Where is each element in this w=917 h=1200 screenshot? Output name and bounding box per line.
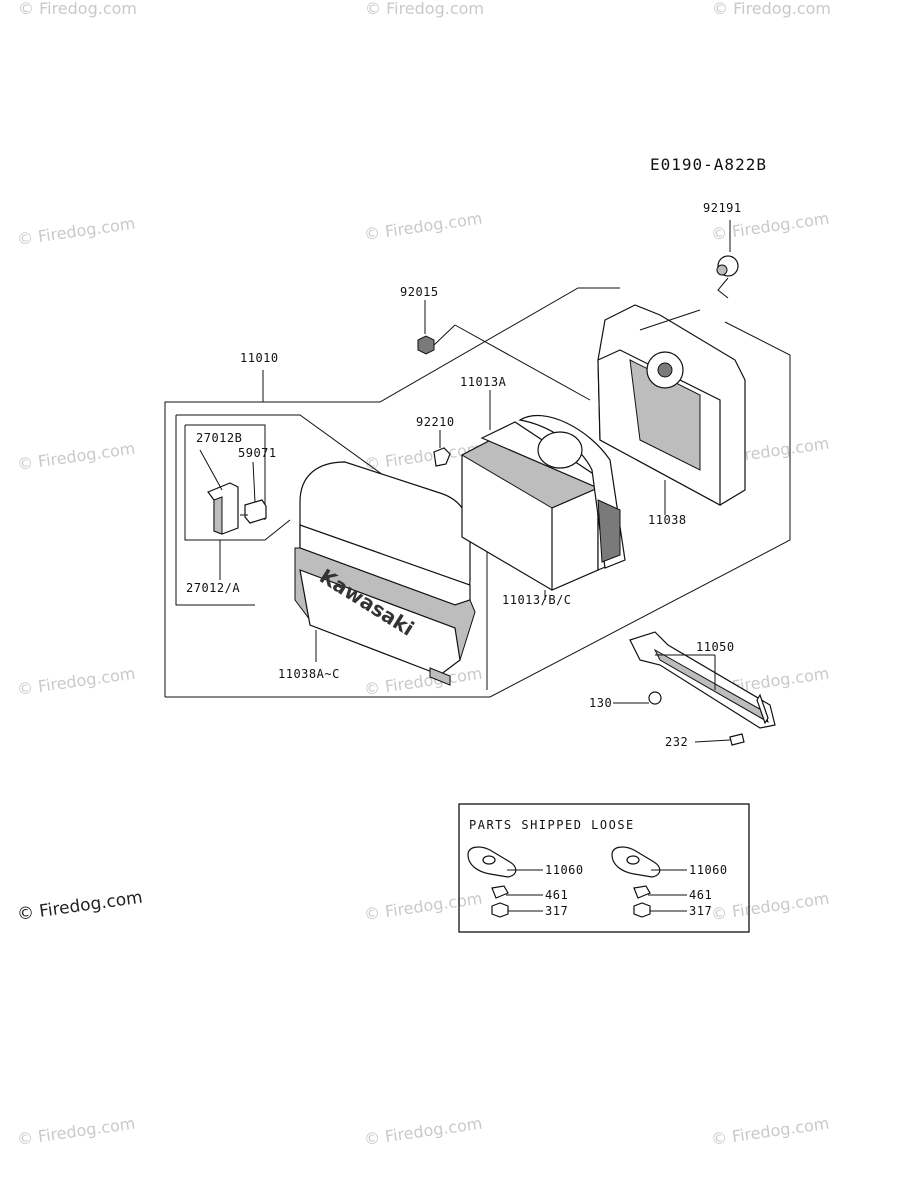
part-labels: 92191 92015 11010 11013A 92210 27012B 59… <box>186 201 742 749</box>
label-130: 130 <box>589 696 612 710</box>
watermark: © Firedog.com <box>710 1114 830 1149</box>
label-11038AC: 11038A~C <box>278 667 340 681</box>
watermark: © Firedog.com <box>16 1114 136 1149</box>
label-11050: 11050 <box>696 640 735 654</box>
watermark: © Firedog.com <box>16 214 136 249</box>
label-92191: 92191 <box>703 201 742 215</box>
label-loose-left-nut: 317 <box>545 904 568 918</box>
label-27012B: 27012B <box>196 431 242 445</box>
label-loose-left-washer: 461 <box>545 888 568 902</box>
watermark: © Firedog.com <box>363 209 483 244</box>
label-11038: 11038 <box>648 513 687 527</box>
label-27012A: 27012/A <box>186 581 240 595</box>
loose-set-left: 11060 461 317 <box>467 846 584 918</box>
pre-cleaner <box>489 390 626 569</box>
parts-shipped-loose-box: PARTS SHIPPED LOOSE 11060 461 317 11060 … <box>458 803 750 933</box>
watermark: © Firedog.com <box>16 439 136 474</box>
watermark: © Firedog.com <box>365 0 484 18</box>
bracket-11050 <box>613 631 776 746</box>
parts-loose-title: PARTS SHIPPED LOOSE <box>469 818 635 832</box>
watermark-dark: © Firedog.com <box>16 888 144 925</box>
label-92210: 92210 <box>416 415 455 429</box>
label-11013BC: 11013/B/C <box>502 593 572 607</box>
label-loose-right-gasket: 11060 <box>689 863 728 877</box>
label-11010: 11010 <box>240 351 279 365</box>
air-filter-element <box>460 421 611 600</box>
watermark: © Firedog.com <box>363 889 483 924</box>
watermark: © Firedog.com <box>18 0 137 18</box>
air-cleaner-base <box>597 304 746 515</box>
ring-92210 <box>433 430 451 467</box>
bracket-subbox <box>184 424 291 580</box>
air-cleaner-cover: Kawasaki <box>294 461 476 686</box>
label-232: 232 <box>665 735 688 749</box>
label-loose-right-washer: 461 <box>689 888 712 902</box>
nut-92015 <box>417 300 591 401</box>
watermark: © Firedog.com <box>363 1114 483 1149</box>
label-92015: 92015 <box>400 285 439 299</box>
loose-set-right: 11060 461 317 <box>611 846 728 918</box>
label-59071: 59071 <box>238 446 277 460</box>
watermark: © Firedog.com <box>712 0 831 18</box>
bolt-92191 <box>716 220 739 299</box>
watermark: © Firedog.com <box>710 889 830 924</box>
label-loose-left-gasket: 11060 <box>545 863 584 877</box>
label-loose-right-nut: 317 <box>689 904 712 918</box>
watermark: © Firedog.com <box>16 664 136 699</box>
diagram-code: E0190-A822B <box>650 155 767 174</box>
label-11013A: 11013A <box>460 375 507 389</box>
